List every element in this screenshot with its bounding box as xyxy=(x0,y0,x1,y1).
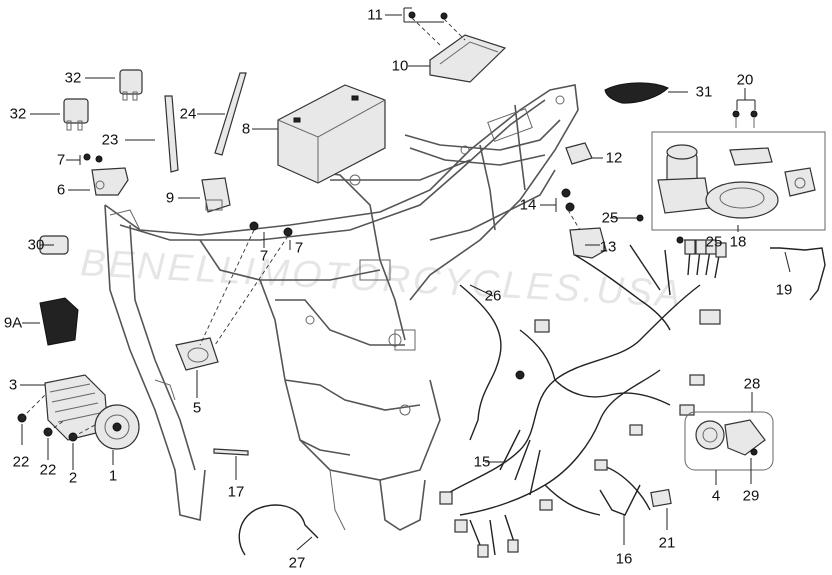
cable-tie-short xyxy=(164,95,179,173)
callout-7-bracket: 7 xyxy=(56,151,66,169)
lock-cable xyxy=(770,247,826,301)
leader-lines xyxy=(20,7,791,551)
starter-relay xyxy=(175,221,293,371)
wiring-harness xyxy=(439,239,727,558)
mount-bracket xyxy=(83,153,129,196)
callout-11: 11 xyxy=(367,6,383,24)
callout-4: 4 xyxy=(711,487,721,505)
pin xyxy=(213,448,249,456)
harness-branch xyxy=(599,484,641,516)
control-module xyxy=(39,297,79,346)
battery xyxy=(277,84,386,184)
callout-25-upper: 25 xyxy=(601,209,619,227)
callout-10: 10 xyxy=(391,57,409,75)
callout-12: 12 xyxy=(605,149,623,167)
callout-3: 3 xyxy=(8,376,18,394)
callout-29: 29 xyxy=(742,487,760,505)
callout-15: 15 xyxy=(473,453,491,471)
callout-30: 30 xyxy=(27,236,45,254)
callout-19: 19 xyxy=(775,281,793,299)
callout-9a: 9A xyxy=(3,314,23,332)
relay-block xyxy=(201,177,231,213)
switch-unit xyxy=(561,188,607,259)
callout-26: 26 xyxy=(484,287,502,305)
callout-21: 21 xyxy=(658,534,676,552)
callout-23: 23 xyxy=(101,131,119,149)
relay-lower xyxy=(63,98,89,131)
callout-9: 9 xyxy=(165,189,175,207)
horn xyxy=(94,404,140,450)
callout-7-right: 7 xyxy=(294,239,304,257)
callout-6: 6 xyxy=(56,181,66,199)
small-relay xyxy=(565,142,593,165)
ignition-lock-set xyxy=(651,131,826,231)
callout-28: 28 xyxy=(743,375,761,393)
callout-22-left: 22 xyxy=(12,453,30,471)
callout-1: 1 xyxy=(108,467,118,485)
lead-wire xyxy=(459,284,502,441)
throttle-body-group xyxy=(684,411,774,471)
callout-2: 2 xyxy=(68,469,78,487)
callout-13: 13 xyxy=(599,238,617,256)
callout-32-lower: 32 xyxy=(9,105,27,123)
protective-cover xyxy=(604,82,669,104)
callout-18: 18 xyxy=(729,233,747,251)
screw xyxy=(750,110,758,118)
callout-31: 31 xyxy=(695,83,713,101)
callout-25-lower: 25 xyxy=(705,233,723,251)
cable-tie-long xyxy=(214,72,247,156)
callout-20: 20 xyxy=(736,71,754,89)
callout-32-upper: 32 xyxy=(64,69,82,87)
callout-7-left: 7 xyxy=(259,247,269,265)
screw xyxy=(636,214,644,222)
callout-16: 16 xyxy=(615,550,633,568)
relay-upper xyxy=(119,69,143,101)
frame xyxy=(104,84,579,531)
callout-24: 24 xyxy=(179,105,197,123)
callout-17: 17 xyxy=(227,483,245,501)
callout-14: 14 xyxy=(519,196,537,214)
callout-22-right: 22 xyxy=(39,461,57,479)
screw xyxy=(676,236,684,244)
screw xyxy=(732,110,740,118)
pad xyxy=(650,488,672,508)
ecu-unit xyxy=(408,11,507,83)
callout-8: 8 xyxy=(241,120,251,138)
callout-27: 27 xyxy=(288,554,306,572)
sensor-wire xyxy=(238,504,319,556)
callout-5: 5 xyxy=(192,399,202,417)
